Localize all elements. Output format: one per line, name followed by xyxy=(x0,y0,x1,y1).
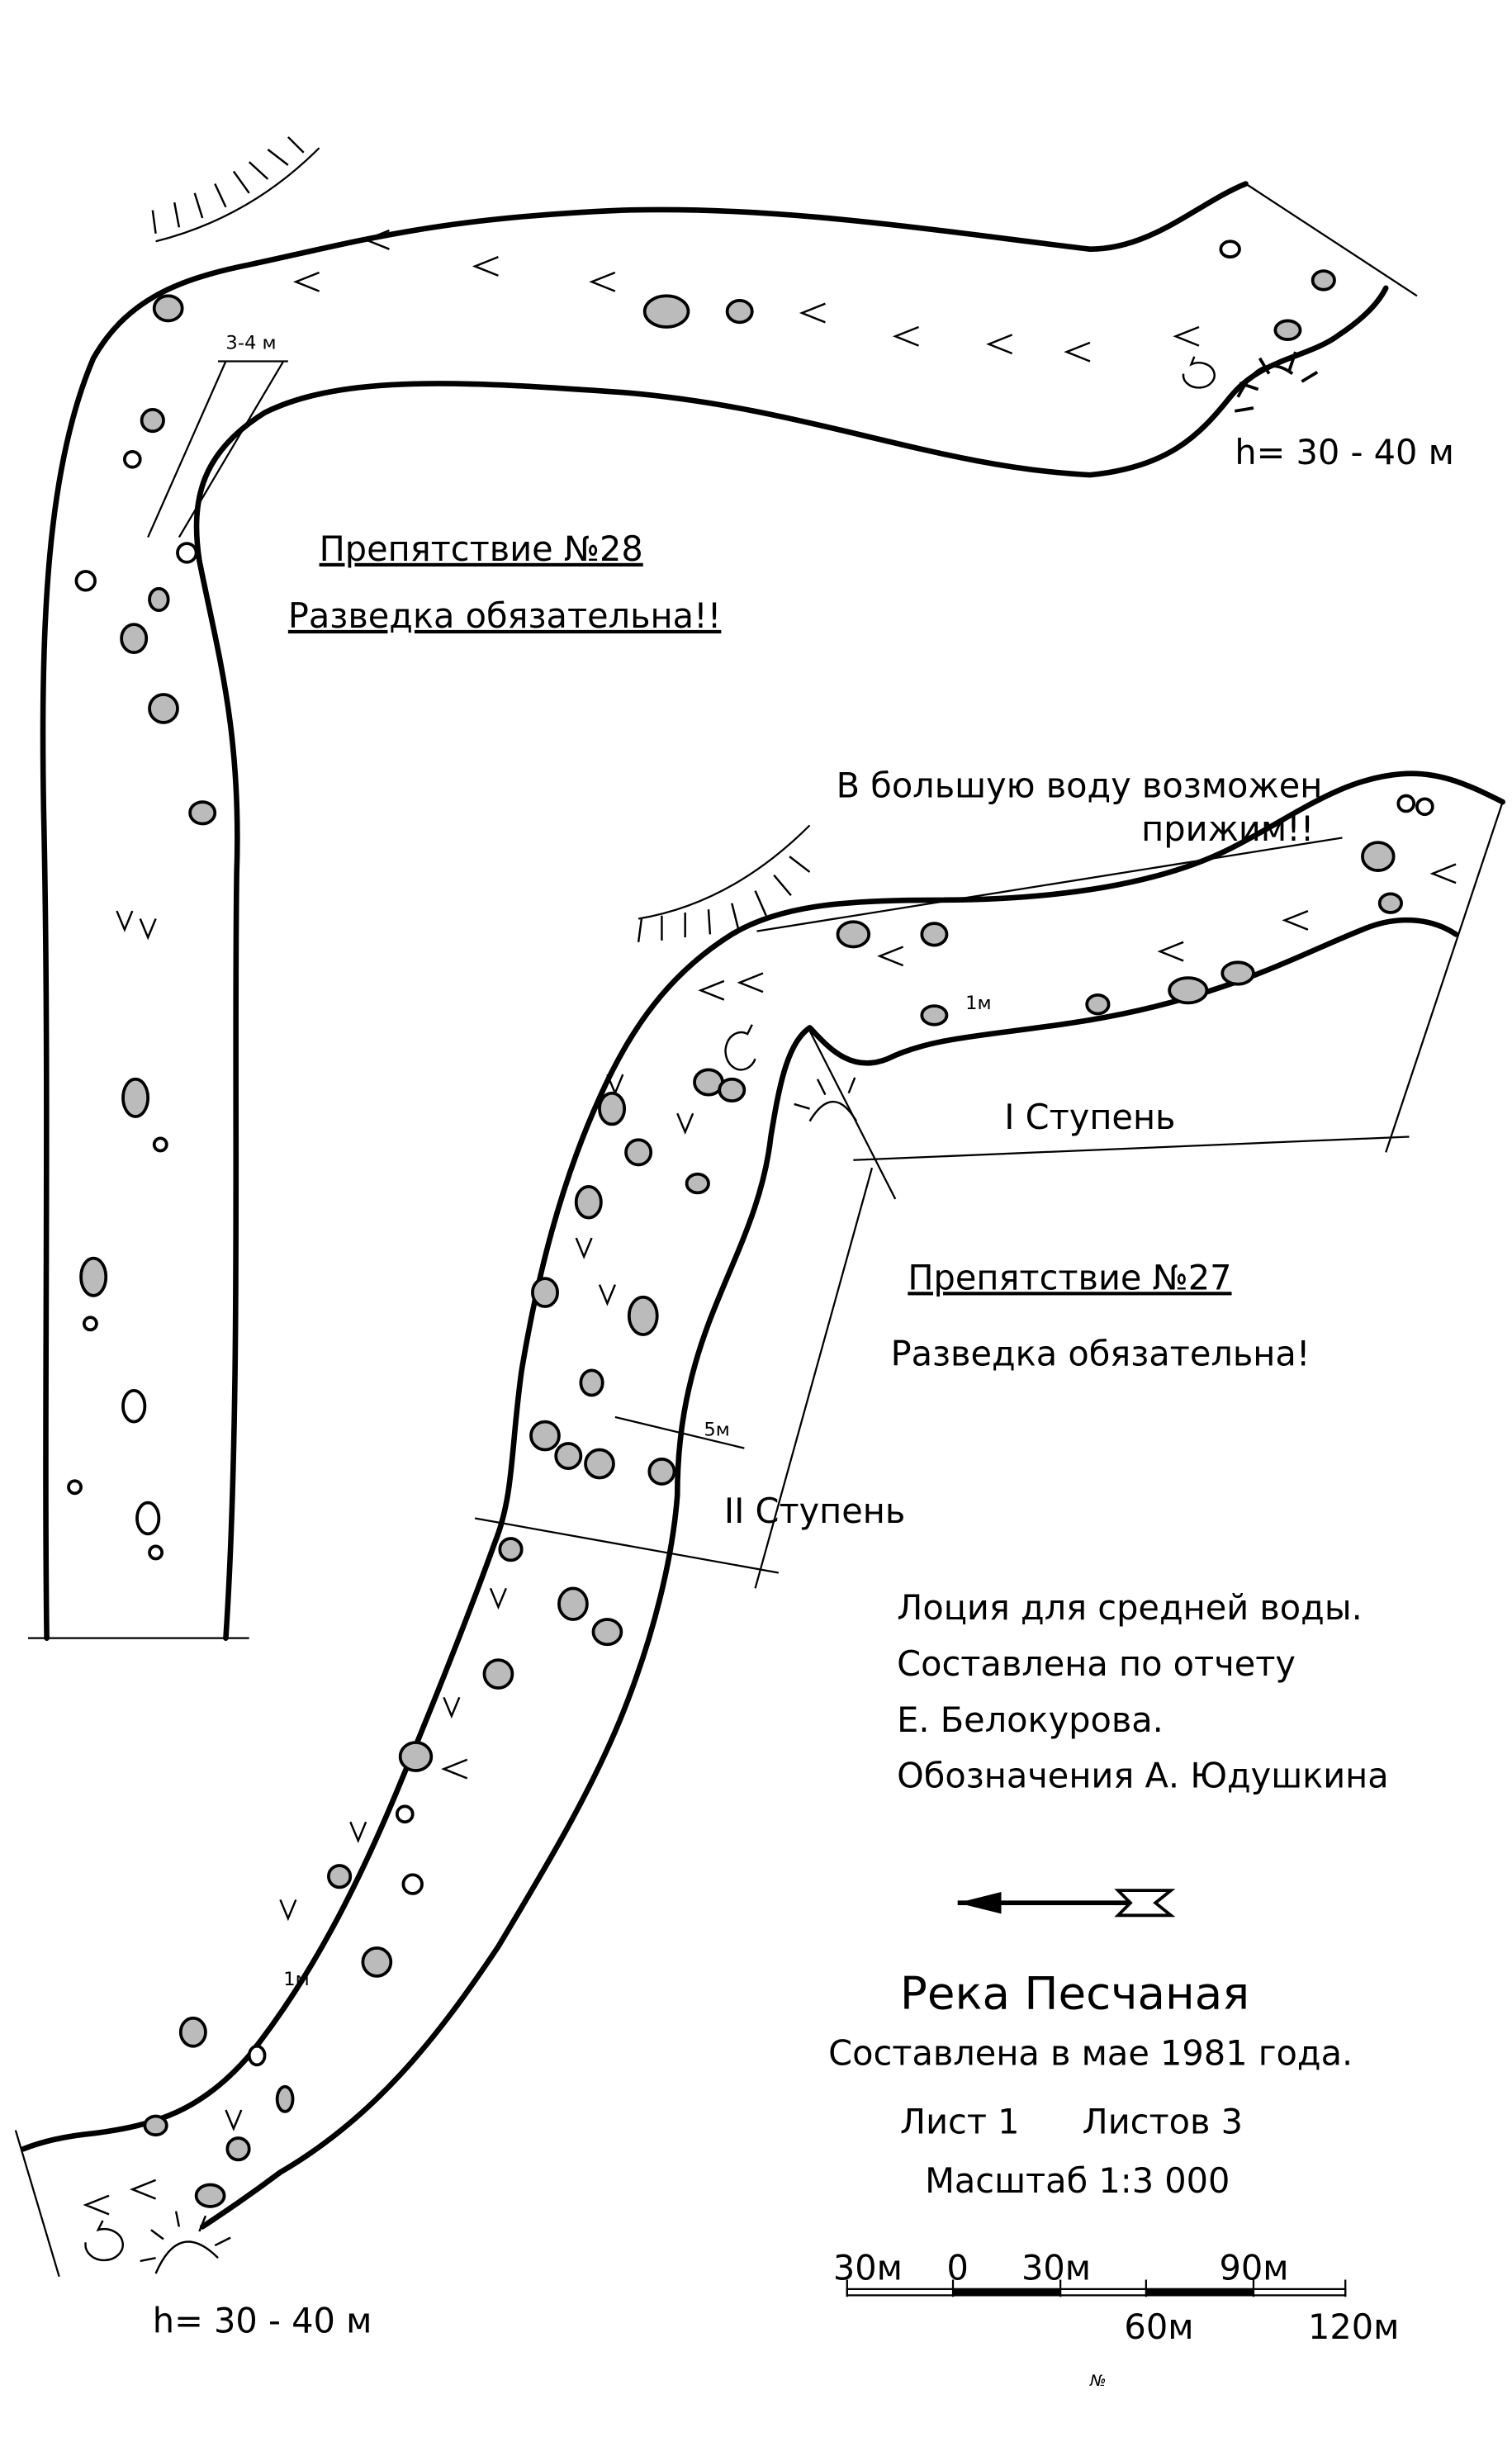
upper-river-outer-bank xyxy=(40,181,1249,1641)
lower-river-right-bank xyxy=(199,917,1459,2230)
upper-river: 3-4 м h= 30 - 40 м Препятствие №28 Разве… xyxy=(27,136,1454,1641)
warning-line-1: В большую воду возможен xyxy=(837,765,1323,805)
warning-pointer xyxy=(756,837,1343,932)
bottom-cliff-top-right xyxy=(1235,351,1319,413)
lower-river-left-bank xyxy=(21,770,1505,2152)
scale-tick-label: 0 xyxy=(946,2248,968,2288)
drop-1m-label-a: 1м xyxy=(965,993,991,1014)
credits: Лоция для средней воды. Составлена по от… xyxy=(897,1587,1389,1796)
flow-direction-arrow xyxy=(957,1889,1176,1918)
map-subtitle: Составлена в мае 1981 года. xyxy=(828,2032,1353,2073)
page-mark: № xyxy=(1089,2373,1107,2390)
eddy-icon-bottom xyxy=(84,2220,124,2262)
obstacle-27-title: Препятствие №27 xyxy=(908,1257,1231,1297)
cliff-hatching xyxy=(151,136,305,235)
credits-line: Составлена по отчету xyxy=(897,1643,1296,1684)
rocks xyxy=(67,239,1336,1561)
scale-label: Масштаб 1:3 000 xyxy=(925,2160,1230,2201)
lower-river: В большую воду возможен прижим!! 1м I Ст… xyxy=(14,765,1505,2341)
step-2-label: II Ступень xyxy=(724,1491,905,1531)
obstacle-28-note: Разведка обязательна!! xyxy=(288,595,721,636)
width-mark-label: 3-4 м xyxy=(225,332,276,353)
drop-5m-label: 5м xyxy=(704,1420,729,1441)
sheets-total: Листов 3 xyxy=(1083,2101,1243,2141)
scale-tick-label: 120м xyxy=(1308,2307,1399,2347)
scale-tick-label: 30м xyxy=(833,2248,903,2288)
scale-tick-label: 60м xyxy=(1124,2307,1193,2347)
scale-tick-label: 30м xyxy=(1021,2248,1091,2288)
drop-1m-label-b: 1м xyxy=(283,1969,309,1990)
flow-arrows-lower xyxy=(83,863,1457,2216)
height-bottom-label: h= 30 - 40 м xyxy=(153,2301,372,2341)
flow-arrows xyxy=(292,229,1200,363)
map-title: Река Песчаная xyxy=(900,1966,1249,2019)
rocks-lower xyxy=(143,794,1434,2208)
obstacle-27-note: Разведка обязательна! xyxy=(891,1334,1311,1374)
credits-line: Лоция для средней воды. xyxy=(897,1587,1363,1628)
warning-line-2: прижим!! xyxy=(1141,808,1314,849)
sheet-number: Лист 1 xyxy=(900,2101,1020,2141)
scale-tick-label: 90м xyxy=(1219,2248,1288,2288)
credits-line: Е. Белокурова. xyxy=(897,1700,1164,1740)
credits-line: Обозначения А. Юдушкина xyxy=(897,1756,1389,1796)
scale-bar: 30м 0 30м 90м 60м 120м xyxy=(833,2248,1400,2348)
obstacle-28-title: Препятствие №28 xyxy=(320,529,643,569)
eddy-icon-middle xyxy=(724,1024,756,1071)
height-top-label: h= 30 - 40 м xyxy=(1235,432,1454,472)
upper-river-inner-bank xyxy=(193,285,1389,1641)
cliff-icon-middle xyxy=(794,1077,858,1122)
cliff-top xyxy=(155,147,320,243)
cliff-icon-bottom xyxy=(140,2211,231,2274)
cliff-hatching-middle xyxy=(637,856,811,942)
eddy-icon xyxy=(1182,356,1216,389)
step-1-label: I Ступень xyxy=(1004,1097,1175,1137)
